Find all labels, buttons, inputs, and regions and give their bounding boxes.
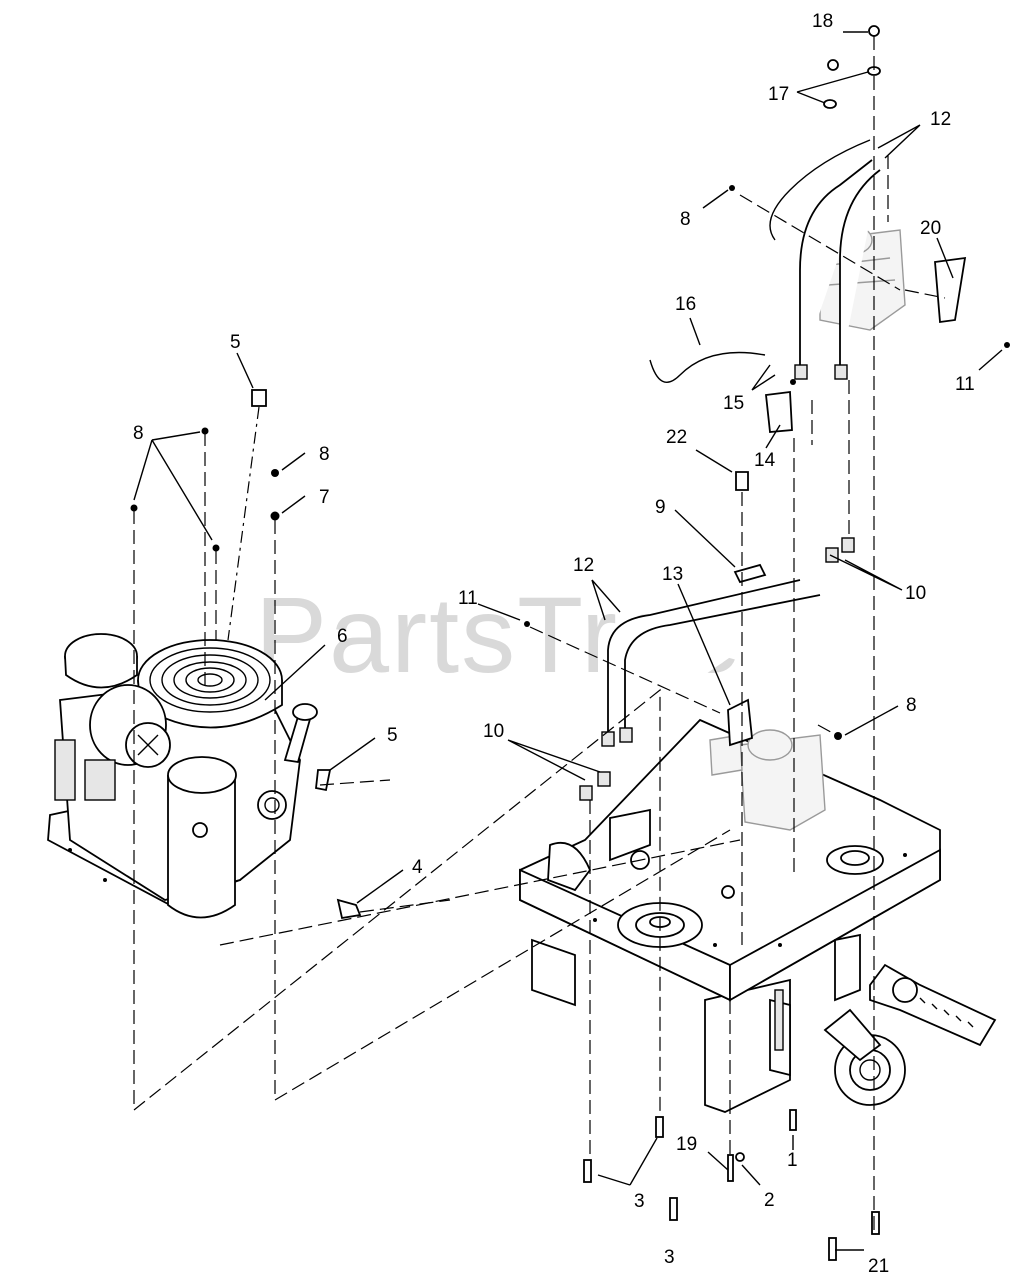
callout-numbers: 18 17 12 8 20 16 11 15 14 5 8 8 7 22 9 1… <box>133 11 975 1277</box>
callout-10[interactable]: 10 <box>483 721 504 742</box>
callout-11[interactable]: 11 <box>955 374 975 395</box>
assembly-lines <box>133 36 946 1230</box>
callout-22[interactable]: 22 <box>666 427 687 448</box>
control-handle-icon[interactable] <box>823 963 997 1106</box>
callout-7[interactable]: 7 <box>319 487 330 508</box>
callout-3[interactable]: 3 <box>634 1191 645 1212</box>
callout-6[interactable]: 6 <box>337 626 348 647</box>
callout-3[interactable]: 3 <box>664 1247 675 1268</box>
callout-8[interactable]: 8 <box>133 423 144 444</box>
hardware-parts <box>130 25 1010 1261</box>
callout-10[interactable]: 10 <box>905 583 926 604</box>
callout-17[interactable]: 17 <box>768 84 789 105</box>
callout-16[interactable]: 16 <box>675 294 696 315</box>
callout-8[interactable]: 8 <box>680 209 691 230</box>
callout-8[interactable]: 8 <box>906 695 917 716</box>
callout-9[interactable]: 9 <box>655 497 666 518</box>
callout-15[interactable]: 15 <box>723 393 744 414</box>
callout-11[interactable]: 11 <box>458 588 478 609</box>
hydraulic-hose-icon[interactable] <box>579 139 881 801</box>
callout-4[interactable]: 4 <box>412 857 423 878</box>
callout-12[interactable]: 12 <box>930 109 951 130</box>
callout-8[interactable]: 8 <box>319 444 330 465</box>
leader-lines <box>133 31 1003 1251</box>
callout-5[interactable]: 5 <box>387 725 398 746</box>
callout-2[interactable]: 2 <box>764 1190 775 1211</box>
callout-14[interactable]: 14 <box>754 450 776 471</box>
callout-1[interactable]: 1 <box>787 1150 798 1171</box>
callout-13[interactable]: 13 <box>662 564 683 585</box>
callout-5[interactable]: 5 <box>230 332 241 353</box>
callout-18[interactable]: 18 <box>812 11 833 32</box>
callout-20[interactable]: 20 <box>920 218 941 239</box>
callout-12[interactable]: 12 <box>573 555 594 576</box>
engine-icon[interactable] <box>47 633 318 919</box>
callout-21[interactable]: 21 <box>868 1256 889 1277</box>
callout-19[interactable]: 19 <box>676 1134 697 1155</box>
